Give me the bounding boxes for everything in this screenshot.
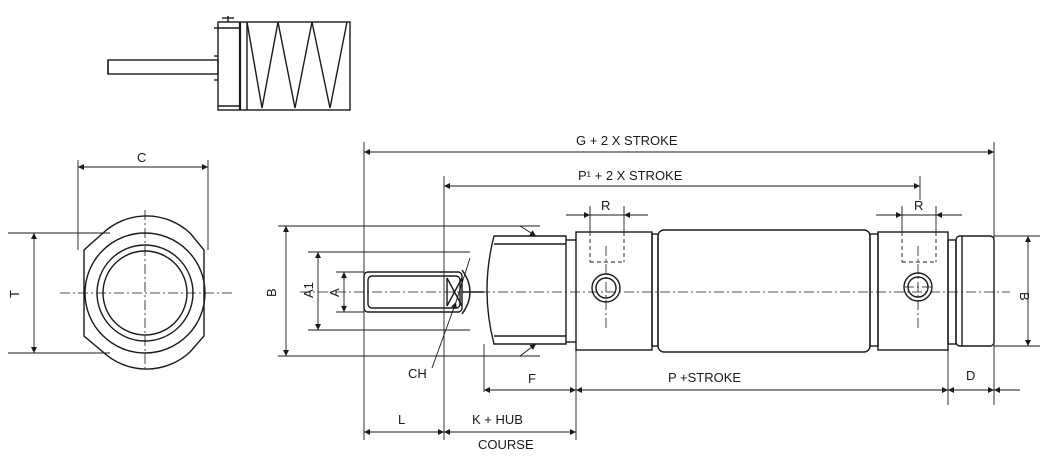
dim-label-ch: CH [408,366,427,381]
dim-label-a1: A1 [301,282,316,298]
dim-label-b-left: B [264,288,279,297]
dim-label-k-hub: K + HUB [472,412,523,427]
dim-label-r-left: R [601,198,610,213]
dim-label-r-right: R [914,198,923,213]
dim-label-g-stroke: G + 2 X STROKE [576,133,678,148]
dim-label-p1-stroke: P¹ + 2 X STROKE [578,168,683,183]
dim-label-l: L [398,412,405,427]
dim-label-p-stroke: P +STROKE [668,370,741,385]
dimension-lines [278,142,1040,440]
end-view [8,160,232,372]
dim-label-b-right: B [1017,292,1032,301]
side-view [300,229,1010,353]
cylinder-symbol [107,16,351,111]
dim-label-t: T [7,290,22,298]
dim-label-d: D [966,368,975,383]
dim-label-f: F [528,371,536,386]
dim-label-c: C [137,150,146,165]
dim-label-a: A [327,288,342,297]
dim-label-course: COURSE [478,437,534,452]
